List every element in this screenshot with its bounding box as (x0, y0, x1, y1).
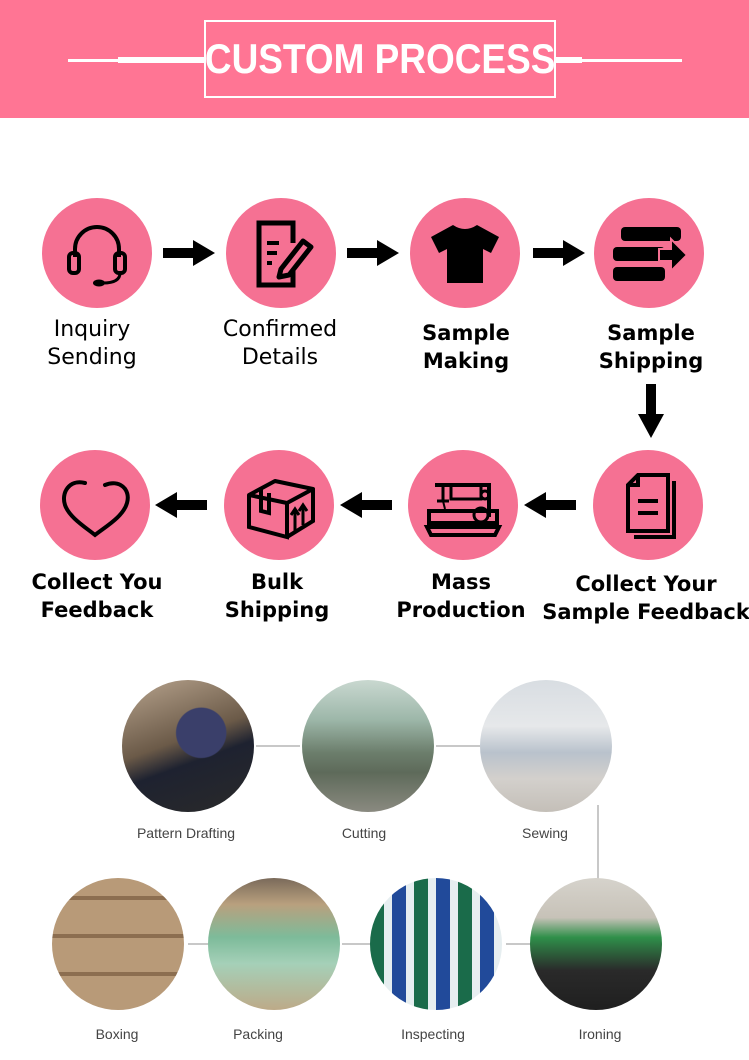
connector-line (506, 943, 536, 945)
cutting-photo (302, 680, 434, 812)
page-title: CUSTOM PROCESS (204, 35, 556, 82)
pattern-drafting-photo (122, 680, 254, 812)
shipping-stack-icon (613, 227, 689, 281)
arrow-left-icon (155, 492, 207, 518)
header-banner: CUSTOM PROCESS (0, 0, 749, 118)
document-edit-icon (256, 220, 314, 288)
headset-icon (67, 225, 127, 287)
banner-line-right (556, 59, 682, 62)
inspecting-photo (370, 878, 502, 1010)
connector-line (597, 805, 599, 890)
connector-line (436, 745, 480, 747)
step-sample-making (410, 198, 520, 308)
boxing-photo (52, 878, 184, 1010)
factory-label: Boxing (95, 1026, 139, 1042)
step-confirmed-details (226, 198, 336, 308)
arrow-left-icon (524, 492, 576, 518)
arrow-left-icon (340, 492, 392, 518)
factory-label: Pattern Drafting (136, 825, 236, 841)
packing-photo (208, 878, 340, 1010)
step-sample-shipping (594, 198, 704, 308)
sewing-photo (480, 680, 612, 812)
documents-icon (626, 473, 676, 539)
step-inquiry-sending (42, 198, 152, 308)
arrow-right-icon (347, 240, 399, 266)
connector-line (342, 943, 372, 945)
step-collect-feedback (40, 450, 150, 560)
arrow-right-icon (163, 240, 215, 266)
factory-label: Inspecting (401, 1026, 465, 1042)
step-bulk-shipping (224, 450, 334, 560)
title-frame: CUSTOM PROCESS (204, 20, 556, 98)
factory-label: Cutting (341, 825, 387, 841)
heart-icon (62, 480, 130, 538)
sewing-machine-icon (423, 483, 503, 537)
arrow-down-icon (638, 384, 664, 438)
factory-label: Ironing (578, 1026, 622, 1042)
tshirt-icon (431, 225, 499, 283)
banner-line-left-thick (118, 57, 204, 63)
step-collect-sample-feedback (593, 450, 703, 560)
arrow-right-icon (533, 240, 585, 266)
step-mass-production (408, 450, 518, 560)
factory-label: Packing (233, 1026, 283, 1042)
package-box-icon (247, 479, 315, 540)
connector-line (256, 745, 300, 747)
ironing-photo (530, 878, 662, 1010)
factory-label: Sewing (522, 825, 568, 841)
connector-line (188, 943, 210, 945)
